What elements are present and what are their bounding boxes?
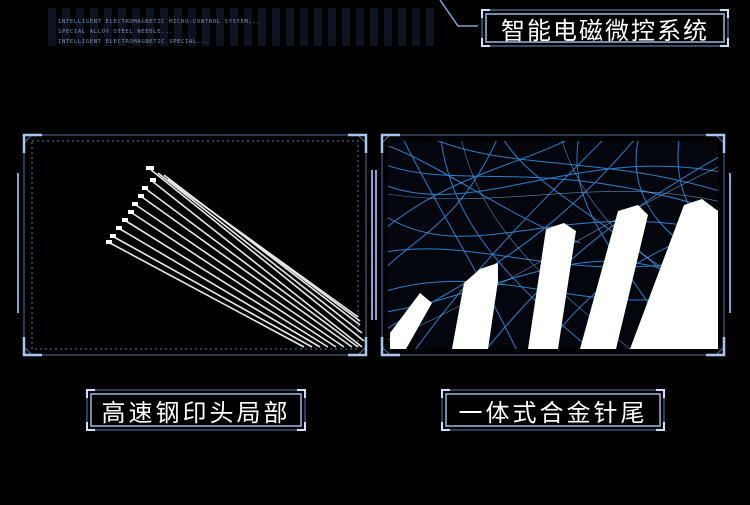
needle-tail-frame bbox=[380, 133, 726, 357]
print-head-caption: 高速钢印头局部 bbox=[101, 398, 291, 427]
print-head-frame bbox=[22, 133, 368, 357]
header-subtitle: INTELLIGENT ELECTROMAGNETIC MICRO-CONTRO… bbox=[58, 17, 260, 47]
needle-tail-illustration bbox=[390, 199, 718, 349]
title-frame-decoration bbox=[439, 0, 729, 47]
header-stripes bbox=[48, 8, 434, 46]
page-title: 智能电磁微控系统 bbox=[501, 16, 709, 45]
needle-tail-panel bbox=[380, 133, 726, 357]
subtitle-line-1: INTELLIGENT ELECTROMAGNETIC MICRO-CONTRO… bbox=[58, 19, 261, 25]
print-head-panel bbox=[22, 133, 368, 357]
subtitle-line-3: INTELLIGENT ELECTROMAGNETIC SPECIAL... bbox=[58, 39, 209, 45]
needle-bundle-illustration bbox=[109, 168, 365, 348]
subtitle-line-2: SPECIAL ALLOY STEEL NEEDLE... bbox=[58, 29, 174, 35]
needle-tail-caption: 一体式合金针尾 bbox=[458, 398, 648, 427]
